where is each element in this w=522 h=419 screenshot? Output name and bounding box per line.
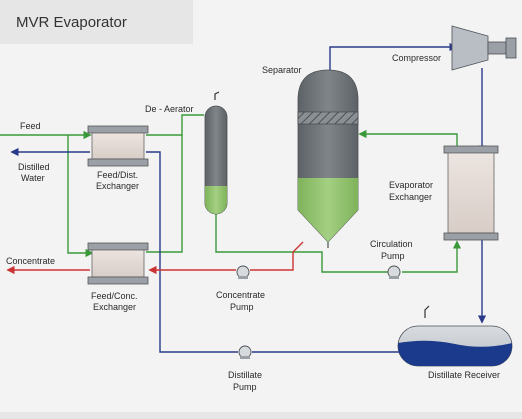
- distillate-receiver: [397, 305, 513, 367]
- feed-split-line: [67, 135, 94, 258]
- concentrate-pump: [236, 265, 250, 279]
- label-distillate-pump-line2: Pump: [233, 382, 257, 392]
- distillate-return-line: [146, 151, 238, 353]
- label-circulation-pump-line1: Circulation: [370, 239, 413, 249]
- separator-bottom-line: [250, 241, 304, 271]
- feed-dist-out-line: [146, 114, 204, 136]
- feed-conc-exchanger: [87, 242, 149, 285]
- circulation-line: [402, 240, 462, 273]
- label-feed-dist-exchanger-line1: Feed/Dist.: [97, 170, 138, 180]
- label-concentrate-pump-line2: Pump: [230, 302, 254, 312]
- de-aerator: [204, 91, 228, 215]
- feed-conc-out-line: [146, 135, 183, 253]
- label-distillate-pump-line1: Distillate: [228, 370, 262, 380]
- label-feed-dist-exchanger-line2: Exchanger: [96, 181, 139, 191]
- label-de-aerator: De - Aerator: [145, 104, 194, 114]
- feed-dist-exchanger: [87, 125, 149, 167]
- label-feed-conc-exchanger-line2: Exchanger: [93, 302, 136, 312]
- compressor: [451, 25, 517, 71]
- label-evaporator-exchanger-line2: Exchanger: [389, 192, 432, 202]
- label-feed-conc-exchanger-line1: Feed/Conc.: [91, 291, 138, 301]
- label-circulation-pump-line2: Pump: [381, 251, 405, 261]
- diagram-labels: Feed Distilled Water Feed/Dist. Exchange…: [6, 53, 500, 392]
- separator-vessel: [297, 69, 359, 248]
- title-tab: MVR Evaporator: [0, 0, 193, 44]
- label-separator: Separator: [262, 65, 302, 75]
- circulation-pump: [387, 265, 401, 279]
- label-feed: Feed: [20, 121, 41, 131]
- label-concentrate-pump-line1: Concentrate: [216, 290, 265, 300]
- bottom-strip: [0, 412, 522, 419]
- label-distilled-water-line2: Water: [21, 173, 45, 183]
- distillate-pump: [238, 345, 252, 359]
- diagram-title: MVR Evaporator: [16, 14, 127, 31]
- label-concentrate: Concentrate: [6, 256, 55, 266]
- evaporator-exchanger: [443, 145, 499, 241]
- label-compressor: Compressor: [392, 53, 441, 63]
- label-distillate-receiver: Distillate Receiver: [428, 370, 500, 380]
- label-evaporator-exchanger-line1: Evaporator: [389, 180, 433, 190]
- evap-return-line: [358, 129, 458, 148]
- vapor-line: [329, 42, 458, 80]
- label-distilled-water-line1: Distilled: [18, 162, 50, 172]
- deaerator-out-line: [215, 213, 388, 273]
